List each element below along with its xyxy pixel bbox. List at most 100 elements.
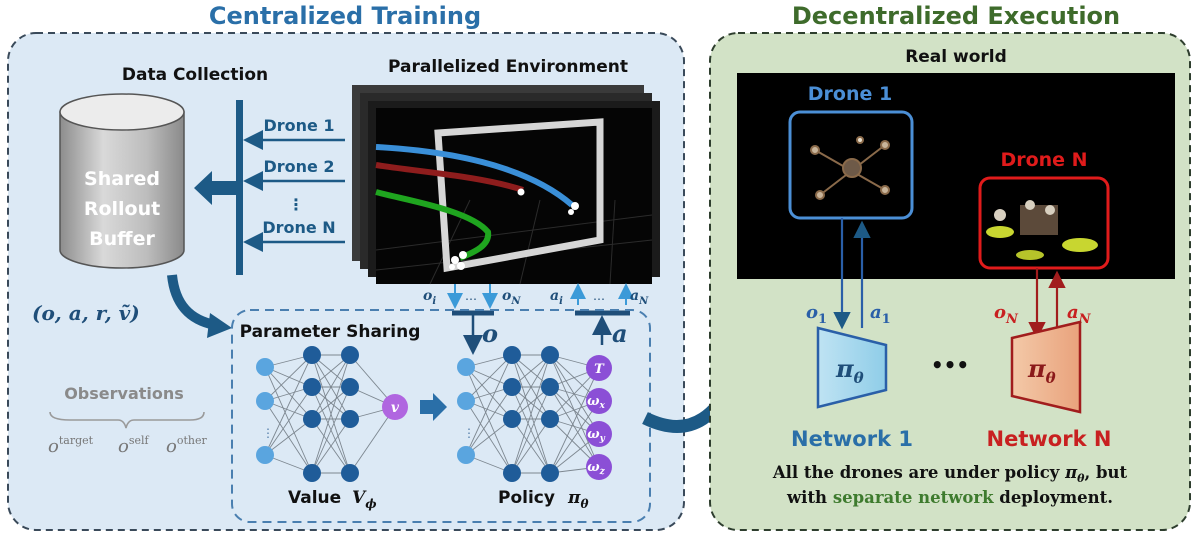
data-collection-label: Data Collection <box>122 65 268 85</box>
value-output-label: v <box>391 400 400 416</box>
ellipsis: ••• <box>931 353 969 377</box>
policy-symbol: πθ <box>567 488 588 511</box>
parameter-sharing-label: Parameter Sharing <box>240 322 421 342</box>
parallelized-environment-label: Parallelized Environment <box>388 57 628 77</box>
policy-outputs <box>586 355 612 480</box>
network-node <box>303 346 321 364</box>
network-node <box>503 378 521 396</box>
value-output-node <box>382 394 408 420</box>
network-node <box>341 464 359 482</box>
network-node <box>303 410 321 428</box>
o-dots: … <box>465 289 477 303</box>
a1-label: a1 <box>870 302 891 327</box>
real-drone-n-label: Drone N <box>1000 149 1087 171</box>
network-edge <box>511 418 551 474</box>
network-node <box>256 358 274 376</box>
title-centralized-training: Centralized Training <box>209 2 481 30</box>
network-edge <box>465 354 513 456</box>
parallelized-environment-image <box>352 85 660 285</box>
network-edge <box>511 354 551 474</box>
network-edge <box>549 354 600 468</box>
network-node <box>341 378 359 396</box>
collector-bar <box>236 100 243 275</box>
network-edge <box>264 418 313 456</box>
buffer-line-2: Rollout <box>84 198 160 220</box>
oN-label: oN <box>994 302 1019 327</box>
network-edge <box>264 354 313 456</box>
o1-label: o1 <box>806 302 827 327</box>
network-1-shape <box>816 326 888 409</box>
value-dots: ⋮ <box>262 426 274 440</box>
policy-dots: ⋮ <box>463 426 475 440</box>
network-node <box>503 464 521 482</box>
network-edge <box>465 386 513 456</box>
network-edge <box>311 354 351 474</box>
buffer-line-3: Buffer <box>89 228 155 250</box>
value-network <box>256 346 396 482</box>
network-node <box>541 410 559 428</box>
policy-network <box>457 346 600 482</box>
a-dots: … <box>593 289 605 303</box>
observations-brace <box>49 411 205 429</box>
network-node <box>457 358 475 376</box>
buffer-to-sharing-arrow <box>167 274 217 330</box>
obs-other: oother <box>166 434 207 457</box>
network-edge <box>549 400 600 474</box>
network-node <box>503 410 521 428</box>
network-edge <box>511 354 551 420</box>
network-node <box>303 378 321 396</box>
network-node <box>541 346 559 364</box>
output-omega-z: ωz <box>587 460 605 477</box>
value-symbol: Vϕ <box>352 488 377 511</box>
network-node <box>457 392 475 410</box>
drone-arrows <box>243 130 345 252</box>
real-drone-1-label: Drone 1 <box>808 83 892 105</box>
caption-line-1: All the drones are under policy πθ, but <box>772 463 1128 485</box>
network-edge <box>549 386 600 468</box>
a-big-label: a <box>612 319 628 348</box>
caption-line-2: with separate network deployment. <box>786 488 1113 507</box>
a-n-label: aN <box>630 288 649 307</box>
network-n-shape <box>1010 320 1082 414</box>
drone-2-label: Drone 2 <box>263 157 334 176</box>
network-node <box>341 410 359 428</box>
o-big-label: o <box>482 319 498 348</box>
network-edge <box>549 367 600 474</box>
real-world-label: Real world <box>905 47 1007 67</box>
obs-self: oself <box>118 434 150 457</box>
title-decentralized-execution: Decentralized Execution <box>792 2 1120 30</box>
network-edge <box>465 366 513 420</box>
network-node <box>503 346 521 364</box>
network-edge <box>311 354 351 420</box>
drone-1-label: Drone 1 <box>263 116 334 135</box>
network-node <box>341 346 359 364</box>
network-edge <box>465 366 513 474</box>
drone-dots-label: ⋮ <box>288 195 304 214</box>
network-edge <box>511 386 551 474</box>
network-n-pi: πθ <box>1027 354 1056 387</box>
drone-1-photo <box>810 136 890 200</box>
to-buffer-arrow <box>194 171 236 205</box>
network-node <box>541 464 559 482</box>
value-to-policy-arrow <box>420 393 447 421</box>
output-thrust: T <box>594 362 605 377</box>
network-node <box>256 392 274 410</box>
real-world-arrows <box>833 218 1066 340</box>
observations-title: Observations <box>64 384 184 403</box>
network-edge <box>264 366 313 474</box>
o-i-label: oi <box>423 288 436 307</box>
value-label: Value <box>288 488 341 508</box>
buffer-line-1: Shared <box>84 168 160 190</box>
network-node <box>541 378 559 396</box>
network-edge <box>349 406 396 474</box>
tuple-label: (o, a, r, ṽ) <box>32 301 140 325</box>
network-node <box>303 464 321 482</box>
network-edge <box>264 366 313 420</box>
network-edge <box>549 354 600 435</box>
network-node <box>457 446 475 464</box>
output-omega-x: ωx <box>587 394 605 411</box>
network-n-label: Network N <box>987 427 1112 451</box>
drone-n-photo <box>986 200 1098 260</box>
network-1-label: Network 1 <box>791 427 913 451</box>
